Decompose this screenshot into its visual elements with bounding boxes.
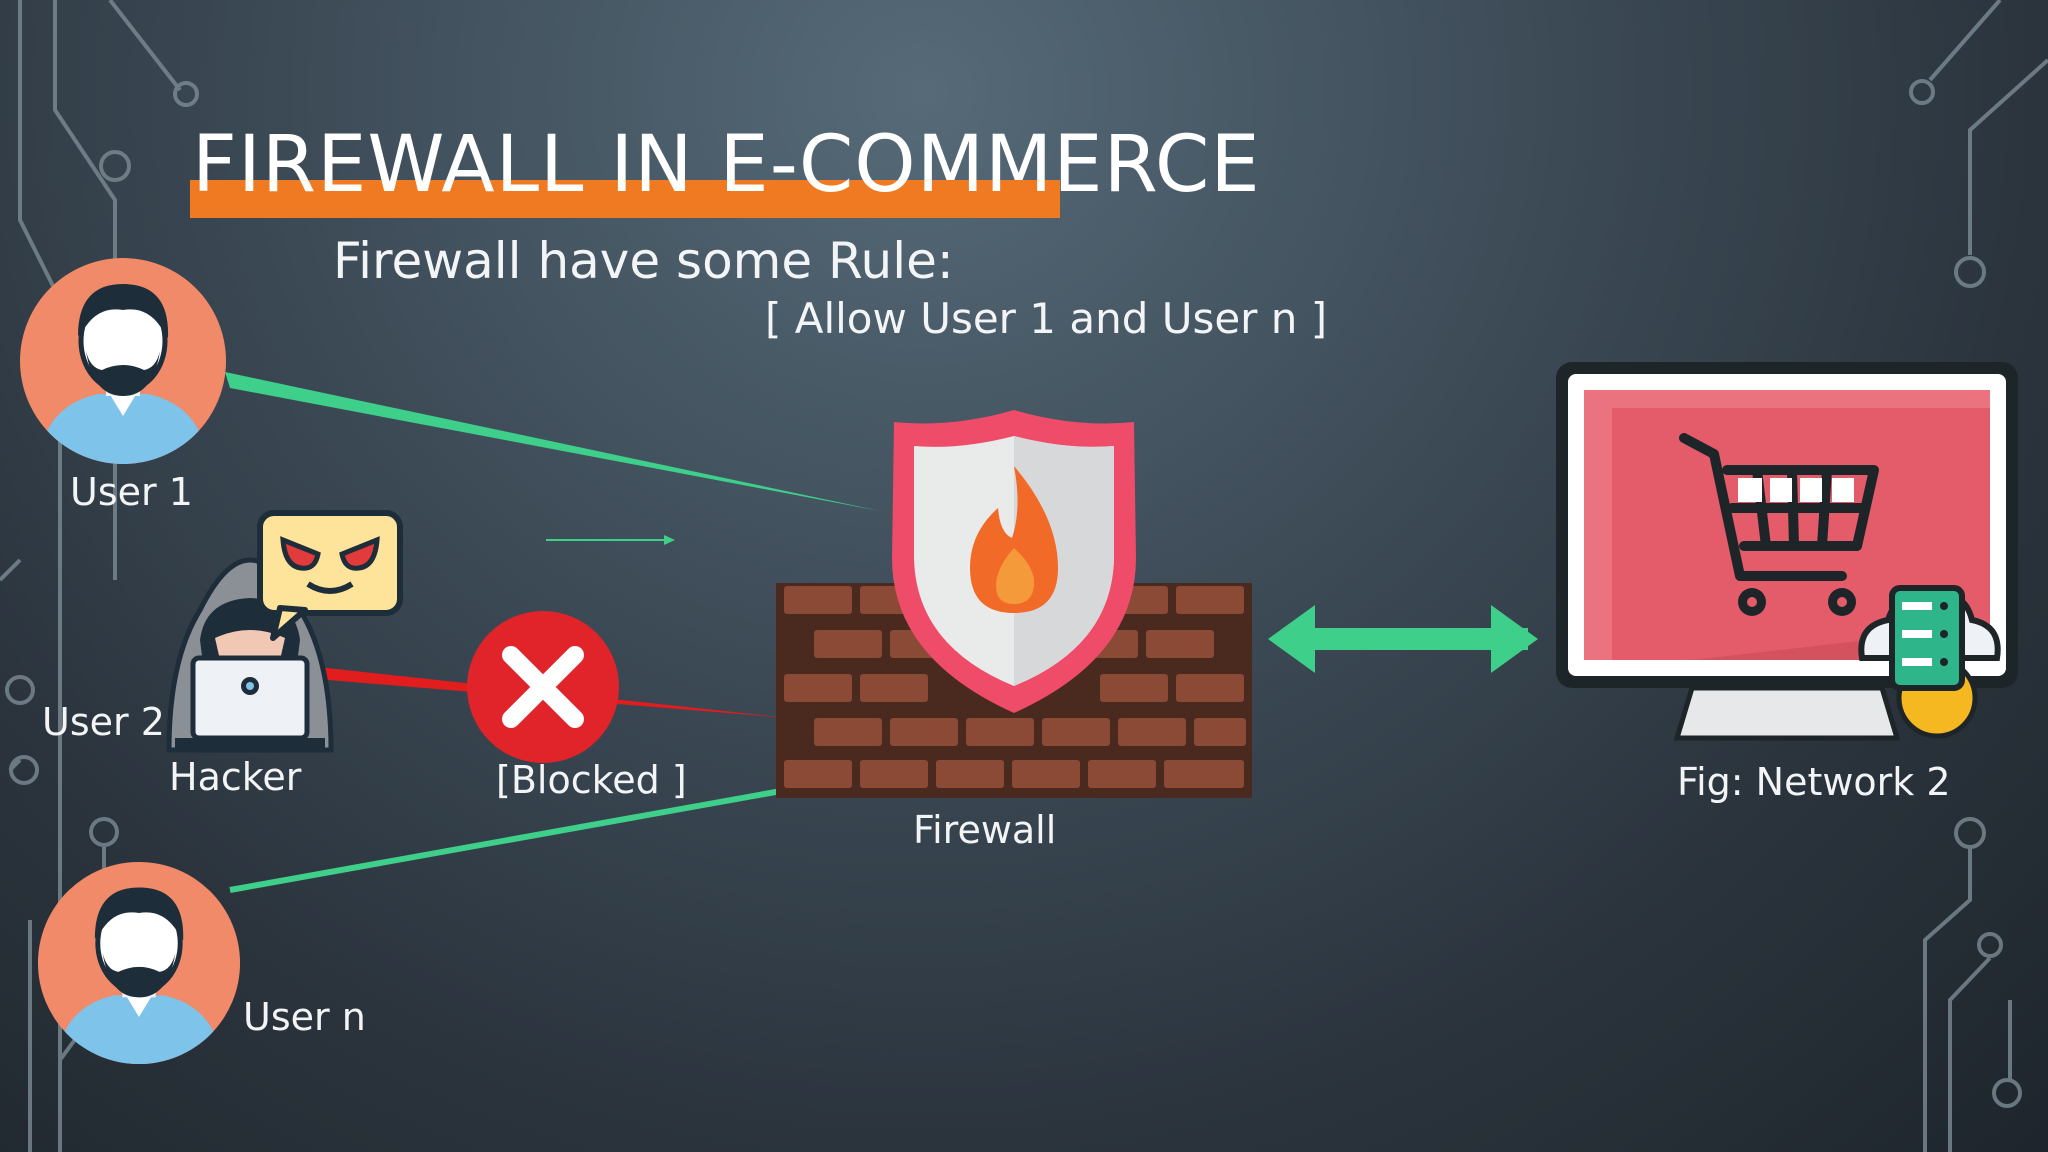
user1-label: User 1	[70, 470, 193, 514]
blocked-label: [Blocked ]	[496, 758, 687, 802]
firewall-shield-icon	[776, 410, 1252, 798]
usern-allowed-line	[229, 781, 821, 893]
title-underline	[190, 180, 1060, 218]
user1-allowed-line	[225, 372, 880, 511]
firewall-rule: [ Allow User 1 and User n ]	[765, 294, 1328, 343]
hacker-laptop-icon	[166, 510, 403, 753]
x-mark-icon	[467, 611, 619, 763]
hacker-label: Hacker	[169, 755, 302, 799]
user-avatar-icon	[37, 861, 241, 1065]
hacker-flow-arrowhead	[664, 535, 675, 545]
firewall-network-double-arrow	[1268, 605, 1538, 673]
slide-subtitle: Firewall have some Rule:	[333, 232, 954, 290]
user-avatar-icon	[20, 258, 226, 464]
firewall-label: Firewall	[913, 808, 1057, 852]
network-figure-caption: Fig: Network 2	[1677, 760, 1951, 804]
usern-label: User n	[243, 995, 366, 1039]
shopping-cart-monitor-icon	[1556, 362, 2018, 741]
user2-label: User 2	[42, 700, 165, 744]
slide-title: FIREWALL IN E-COMMERCE	[192, 120, 1261, 210]
